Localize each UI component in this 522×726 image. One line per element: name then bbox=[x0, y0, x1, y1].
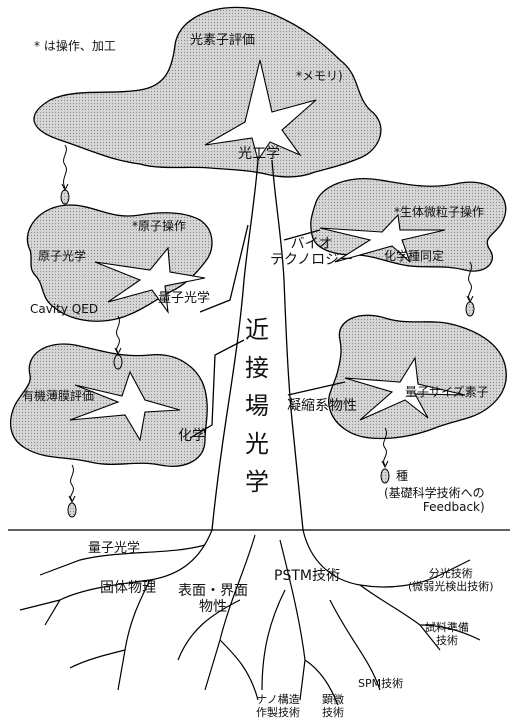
seed-optics bbox=[61, 145, 69, 204]
root-nano-line-1: ナノ構造 bbox=[256, 694, 300, 707]
root-solid-state-physics: 固体物理 bbox=[100, 580, 156, 596]
seed-legend-note: (基礎科学技術への Feedback) bbox=[384, 487, 485, 515]
root-quantum-optics: 量子光学 bbox=[88, 542, 140, 557]
root-spectroscopy: 分光技術 (微弱光検出技術) bbox=[408, 568, 494, 593]
trunk-char-1: 近 bbox=[242, 318, 272, 342]
root-microscopy: 顕微 技術 bbox=[322, 694, 344, 719]
item-atom-manipulation: *原子操作 bbox=[132, 220, 186, 234]
item-chemical-species-id: 化学種同定 bbox=[384, 250, 444, 264]
legend-note: * は操作、加工 bbox=[34, 40, 116, 54]
root-surface-line-1: 表面・界面 bbox=[178, 583, 248, 599]
root-spectro-line-1: 分光技術 bbox=[408, 568, 494, 581]
branch-bio-line-2: テクノロジー bbox=[270, 252, 353, 268]
seed-chem bbox=[68, 465, 76, 517]
root-surface-line-2: 物性 bbox=[178, 599, 248, 615]
seed-note-line-1: (基礎科学技術への bbox=[384, 487, 485, 501]
trunk-char-4: 光 bbox=[242, 432, 272, 456]
item-memory: *メモリ) bbox=[296, 70, 343, 84]
item-bio-particle-manipulation: *生体微粒子操作 bbox=[394, 206, 484, 220]
branch-optical-engineering: 光工学 bbox=[238, 146, 280, 162]
item-quantum-size-device: 量子サイズ素子 bbox=[405, 386, 489, 400]
root-sample-line-2: 技術 bbox=[425, 635, 469, 648]
trunk-title: 近 接 場 光 学 bbox=[242, 318, 272, 494]
item-organic-film-eval: 有機薄膜評価 bbox=[22, 390, 94, 404]
item-optical-device-eval: 光素子評価 bbox=[190, 34, 255, 49]
trunk-char-2: 接 bbox=[242, 356, 272, 380]
seed-legend-title: 種 bbox=[396, 470, 408, 484]
root-microscopy-line-2: 技術 bbox=[322, 707, 344, 720]
trunk-char-3: 場 bbox=[242, 394, 272, 418]
root-pstm: PSTM技術 bbox=[274, 568, 340, 584]
item-cavity-qed: Cavity QED bbox=[30, 303, 98, 317]
branch-chemistry: 化学 bbox=[178, 428, 206, 444]
branch-quantum-optics: 量子光学 bbox=[158, 292, 210, 307]
item-atom-optics: 原子光学 bbox=[38, 250, 86, 264]
seed-note-line-2: Feedback) bbox=[384, 501, 485, 515]
root-sample-prep: 試料準備 技術 bbox=[425, 622, 469, 647]
root-nano-line-2: 作製技術 bbox=[256, 707, 300, 720]
trunk-char-5: 学 bbox=[242, 470, 272, 494]
branch-biotechnology: バイオ テクノロジー bbox=[270, 236, 353, 268]
root-nano-fabrication: ナノ構造 作製技術 bbox=[256, 694, 300, 719]
branch-bio-line-1: バイオ bbox=[270, 236, 353, 252]
root-microscopy-line-1: 顕微 bbox=[322, 694, 344, 707]
seed-quantum bbox=[114, 316, 122, 369]
branch-condensed-matter: 凝縮系物性 bbox=[287, 398, 357, 414]
root-spectro-line-2: (微弱光検出技術) bbox=[408, 581, 494, 594]
root-spm: SPM技術 bbox=[358, 678, 403, 691]
root-surface-interface: 表面・界面 物性 bbox=[178, 583, 248, 615]
root-sample-line-1: 試料準備 bbox=[425, 622, 469, 635]
